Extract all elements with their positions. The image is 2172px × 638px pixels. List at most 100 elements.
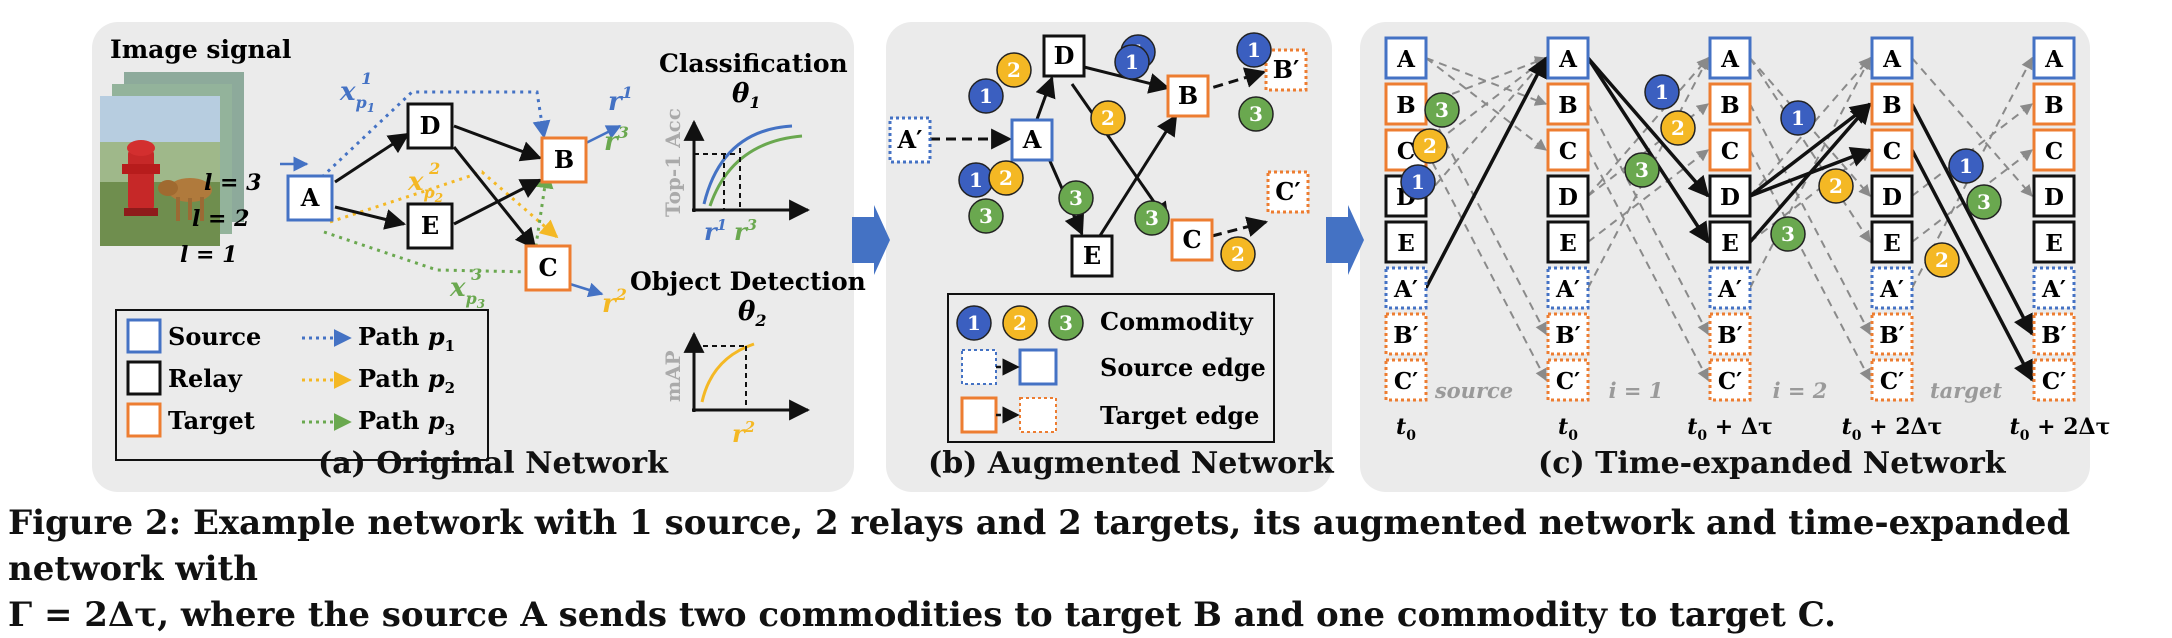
svg-text:3: 3 (1977, 190, 1991, 214)
svg-text:B: B (1720, 92, 1739, 119)
node-b-prime-label: B′ (1273, 55, 1300, 84)
svg-text:2: 2 (1671, 116, 1685, 140)
svg-text:3: 3 (1249, 102, 1263, 126)
path-label-x1: xp11 (339, 69, 375, 115)
node-b-target (540, 136, 588, 184)
svg-text:D: D (1882, 184, 1902, 211)
commodity-1-badge: 1 (958, 162, 994, 198)
node-b-label: B (554, 145, 574, 174)
time-node-4-3: D (2032, 174, 2076, 218)
image-signal-label: Image signal (110, 35, 291, 64)
svg-text:1: 1 (1125, 50, 1139, 74)
svg-text:B: B (1558, 92, 1577, 119)
time-node-4-6: B′ (2032, 312, 2076, 356)
commodity-1-badge: 1 (1400, 164, 1436, 200)
node-b-prime-virtual-target (1264, 48, 1308, 92)
node-e-label: E (1083, 241, 1101, 270)
caption-original-network: (a) Original Network (318, 446, 668, 481)
svg-text:1: 1 (979, 84, 993, 108)
commodity-3-badge: 3 (1966, 184, 2002, 220)
step-label: i = 2 (1773, 378, 1828, 403)
svg-text:3: 3 (1635, 158, 1649, 182)
time-node-4-7: C′ (2032, 358, 2076, 402)
svg-text:B: B (1396, 92, 1415, 119)
svg-text:3: 3 (1145, 206, 1159, 230)
step-label: source (1434, 378, 1513, 403)
path-p3-line (323, 170, 554, 274)
time-node-1-0: A (1546, 36, 1590, 80)
node-b-label: B (1178, 81, 1198, 110)
time-label: t0 (1558, 414, 1578, 444)
time-node-4-1: B (2032, 82, 2076, 126)
legend-commodity-3-badge: 3 (1048, 305, 1084, 341)
commodity-3-badge: 3 (1134, 200, 1170, 236)
svg-text:1: 1 (1655, 80, 1669, 104)
node-a-source (286, 174, 334, 222)
transition-arrow-icon (1326, 205, 1364, 275)
augmented-network-diagram: A′ A D B B′ E C C′ Commodity Source edge… (888, 32, 1310, 443)
node-e-relay (1070, 234, 1114, 278)
time-node-3-6: B′ (1870, 312, 1914, 356)
flow-edge (1748, 102, 1872, 244)
commodity-2-badge: 2 (1220, 236, 1256, 272)
time-node-0-5: A′ (1384, 266, 1428, 310)
svg-text:B′: B′ (1393, 322, 1419, 349)
svg-text:2: 2 (1423, 134, 1437, 158)
original-network-diagram: Image signal l = 3 l = 2 l = 1 (100, 35, 866, 461)
classification-x-r3: r3 (734, 216, 757, 246)
svg-text:D: D (2044, 184, 2064, 211)
commodity-1-badge: 1 (968, 78, 1004, 114)
commodity-2-badge: 2 (1090, 100, 1126, 136)
time-node-1-3: D (1546, 174, 1590, 218)
svg-text:2: 2 (999, 166, 1013, 190)
step-label: target (1930, 378, 2002, 403)
time-node-1-7: C′ (1546, 358, 1590, 402)
time-edge (1425, 57, 1547, 151)
time-node-1-5: A′ (1546, 266, 1590, 310)
svg-text:1: 1 (969, 168, 983, 192)
flow-edge (1586, 57, 1710, 244)
time-edge (1587, 149, 1709, 382)
time-node-2-5: A′ (1708, 266, 1752, 310)
path-label-x3: xp33 (449, 265, 485, 311)
classification-chart (683, 119, 811, 221)
svg-text:C: C (1397, 138, 1415, 165)
node-c-prime-label: C′ (1275, 177, 1300, 206)
classification-ylabel: Top-1 Acc (661, 108, 685, 217)
svg-text:A: A (1882, 46, 1902, 73)
transition-arrow-icon (852, 205, 890, 275)
svg-text:E: E (1397, 230, 1415, 257)
time-node-0-1: B (1384, 82, 1428, 126)
detection-ylabel: mAP (661, 350, 685, 402)
figure-caption: Figure 2: Example network with 1 source,… (8, 500, 2168, 638)
step-label: i = 1 (1609, 378, 1664, 403)
svg-text:2: 2 (1101, 106, 1115, 130)
commodity-3-badge: 3 (1770, 216, 1806, 252)
node-a-source (1010, 118, 1054, 162)
caption-augmented-network: (b) Augmented Network (928, 446, 1334, 481)
commodity-1-badge: 1 (1114, 44, 1150, 80)
commodity-2-badge: 2 (1818, 168, 1854, 204)
svg-text:1: 1 (1247, 38, 1261, 62)
time-node-2-1: B (1708, 82, 1752, 126)
layer-label-3: l = 3 (204, 170, 261, 196)
time-node-1-4: E (1546, 220, 1590, 264)
time-node-2-3: D (1708, 174, 1752, 218)
svg-text:A′: A′ (1879, 276, 1904, 303)
time-edge (1425, 57, 1547, 197)
time-node-4-5: A′ (2032, 266, 2076, 310)
svg-text:B′: B′ (2041, 322, 2067, 349)
commodity-1-badge: 1 (1236, 32, 1272, 68)
node-c-target (524, 244, 572, 292)
legend-source: Source (168, 322, 261, 351)
output-r1: r1 (608, 83, 633, 117)
legend-commodity: Commodity (1100, 307, 1254, 336)
time-node-3-4: E (1870, 220, 1914, 264)
classification-theta: θ1 (732, 79, 760, 112)
svg-text:C: C (1721, 138, 1739, 165)
path-p1-line (320, 90, 551, 179)
time-node-0-4: E (1384, 220, 1428, 264)
time-node-2-4: E (1708, 220, 1752, 264)
time-node-3-5: A′ (1870, 266, 1914, 310)
time-node-0-0: A (1384, 36, 1428, 80)
